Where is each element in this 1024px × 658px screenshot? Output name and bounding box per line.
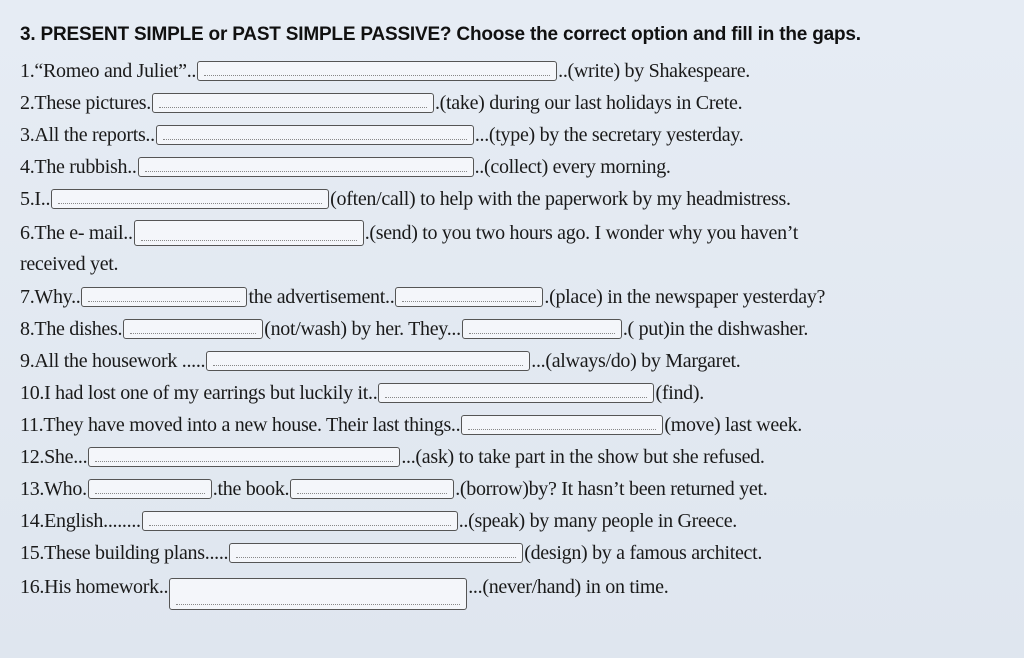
answer-gap-9[interactable]: [206, 351, 531, 371]
sentence-text: 3.All the reports..: [20, 123, 155, 146]
sentence-text: 2.These pictures.: [20, 91, 151, 114]
sentence-text: 4.The rubbish..: [20, 155, 137, 178]
sentence-text: ..(write) by Shakespeare.: [558, 59, 751, 82]
sentence-12: 12.She... ...(ask) to take part in the s…: [20, 442, 765, 472]
sentence-text: 7.Why..: [20, 285, 81, 308]
sentence-text: 8.The dishes.: [20, 317, 123, 340]
sentence-text: ...(always/do) by Margaret.: [531, 349, 741, 372]
sentence-5: 5.I.. (often/call) to help with the pape…: [20, 184, 791, 214]
sentence-8: 8.The dishes. (not/wash) by her. They...…: [20, 314, 808, 344]
sentence-text: 14.English........: [20, 509, 141, 532]
exercise-title: 3. PRESENT SIMPLE or PAST SIMPLE PASSIVE…: [20, 24, 861, 45]
answer-gap-14[interactable]: [141, 511, 458, 531]
answer-gap-11[interactable]: [461, 415, 664, 435]
sentence-text: 1.“Romeo and Juliet”..: [20, 59, 197, 82]
sentence-text: .(send) to you two hours ago. I wonder w…: [364, 221, 799, 244]
answer-gap-3[interactable]: [155, 125, 474, 145]
answer-gap-12[interactable]: [88, 447, 401, 467]
sentence-text: .( put)in the dishwasher.: [622, 317, 809, 340]
answer-gap-7a[interactable]: [81, 287, 248, 307]
sentence-text: .(take) during our last holidays in Cret…: [434, 91, 743, 114]
sentence-text: 10.I had lost one of my earrings but luc…: [20, 381, 378, 404]
answer-gap-2[interactable]: [151, 93, 434, 113]
answer-gap-8a[interactable]: [123, 319, 264, 339]
answer-gap-16[interactable]: [169, 578, 468, 610]
sentence-text: ...(never/hand) in on time.: [468, 575, 669, 598]
sentence-text: ..(speak) by many people in Greece.: [458, 509, 738, 532]
sentence-text: 13.Who.: [20, 477, 87, 500]
sentence-text: .the book.: [212, 477, 290, 500]
sentence-text: 6.The e- mail..: [20, 221, 133, 244]
answer-gap-4[interactable]: [137, 157, 474, 177]
sentence-text: 11.They have moved into a new house. The…: [20, 413, 461, 436]
sentence-text: the advertisement..: [248, 285, 395, 308]
sentence-text: .(borrow)by? It hasn’t been returned yet…: [455, 477, 768, 500]
sentence-text: ...(ask) to take part in the show but sh…: [401, 445, 765, 468]
sentence-text: 12.She...: [20, 445, 88, 468]
sentence-text: (often/call) to help with the paperwork …: [330, 187, 791, 210]
answer-gap-13b[interactable]: [290, 479, 455, 499]
sentence-text: ...(type) by the secretary yesterday.: [474, 123, 744, 146]
sentence-1: 1.“Romeo and Juliet”.. ..(write) by Shak…: [20, 56, 750, 86]
sentence-4: 4.The rubbish.. ..(collect) every mornin…: [20, 152, 671, 182]
sentence-7: 7.Why.. the advertisement.. .(place) in …: [20, 282, 825, 312]
sentence-2: 2.These pictures. .(take) during our las…: [20, 88, 743, 118]
answer-gap-6[interactable]: [133, 220, 364, 246]
sentence-text: .(place) in the newspaper yesterday?: [544, 285, 826, 308]
answer-gap-15[interactable]: [229, 543, 524, 563]
sentence-text: (not/wash) by her. They...: [264, 317, 461, 340]
sentence-text: 16.His homework..: [20, 575, 169, 598]
sentence-11: 11.They have moved into a new house. The…: [20, 410, 802, 440]
sentence-text: (find).: [655, 381, 704, 404]
sentence-14: 14.English........ ..(speak) by many peo…: [20, 506, 737, 536]
sentence-3: 3.All the reports.. ...(type) by the sec…: [20, 120, 744, 150]
sentence-6: 6.The e- mail.. .(send) to you two hours…: [20, 218, 798, 248]
answer-gap-1[interactable]: [197, 61, 558, 81]
answer-gap-5[interactable]: [51, 189, 330, 209]
answer-gap-10[interactable]: [378, 383, 655, 403]
sentence-text: 5.I..: [20, 187, 51, 210]
sentence-text: (design) by a famous architect.: [524, 541, 763, 564]
sentence-13: 13.Who. .the book. .(borrow)by? It hasn’…: [20, 474, 768, 504]
answer-gap-7b[interactable]: [395, 287, 544, 307]
sentence-10: 10.I had lost one of my earrings but luc…: [20, 378, 704, 408]
answer-gap-13a[interactable]: [87, 479, 212, 499]
sentence-9: 9.All the housework ..... ...(always/do)…: [20, 346, 741, 376]
sentence-text: (move) last week.: [664, 413, 802, 436]
sentence-text: ..(collect) every morning.: [474, 155, 671, 178]
sentence-text: 9.All the housework .....: [20, 349, 206, 372]
answer-gap-8b[interactable]: [461, 319, 622, 339]
sentence-6-continuation: received yet.: [20, 253, 119, 275]
sentence-text: 15.These building plans.....: [20, 541, 229, 564]
sentence-16: 16.His homework.. ...(never/hand) in on …: [20, 572, 669, 610]
sentence-15: 15.These building plans..... (design) by…: [20, 538, 762, 568]
